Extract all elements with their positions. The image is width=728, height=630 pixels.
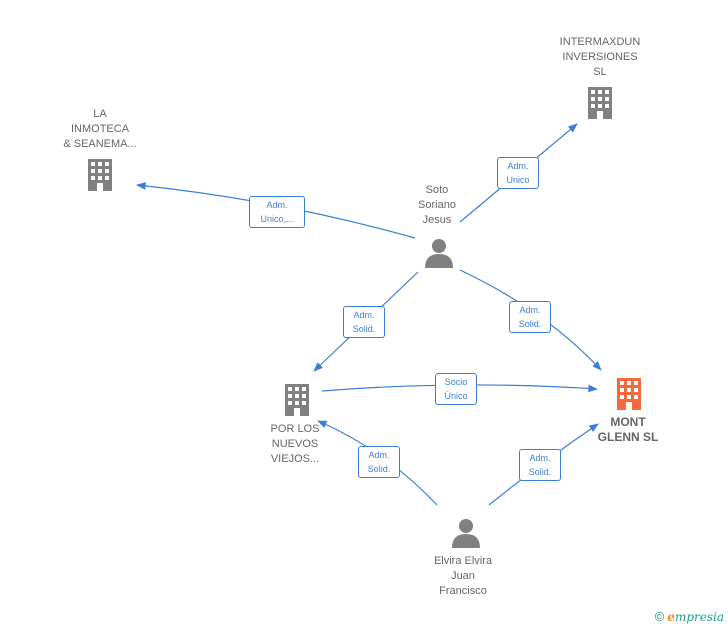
edge-label-soto-mont: Adm. Solid. (509, 301, 551, 333)
edge-label-soto-inmoteca: Adm. Unico,... (249, 196, 305, 228)
person-icon[interactable] (425, 239, 453, 268)
edge-label-porlos-mont: Socio Único (435, 373, 477, 405)
node-label-mont-glenn[interactable]: MONT GLENN SL (597, 415, 659, 444)
node-label-elvira-elvira-juan-francisco[interactable]: Elvira Elvira Juan Francisco (433, 555, 493, 597)
brand-logo: empresia (667, 609, 724, 624)
building-icon[interactable] (88, 159, 112, 191)
building-icon[interactable] (588, 87, 612, 119)
node-label-la-inmoteca[interactable]: LA INMOTECA & SEANEMA... (63, 108, 137, 150)
person-icon[interactable] (452, 519, 480, 548)
edge-label-elvira-porlos: Adm. Solid. (358, 446, 400, 478)
node-label-soto-soriano-jesus[interactable]: Soto Soriano Jesus (418, 184, 456, 226)
copyright-icon: © (654, 609, 665, 624)
edge-label-elvira-mont: Adm. Solid. (519, 449, 561, 481)
edge-label-soto-intermax: Adm. Unico (497, 157, 539, 189)
node-label-por-los-nuevos-viejos[interactable]: POR LOS NUEVOS VIEJOS... (270, 423, 320, 465)
focus-building-icon[interactable] (617, 378, 641, 410)
node-label-intermaxdun[interactable]: INTERMAXDUN INVERSIONES SL (559, 36, 641, 78)
brand-footer: © empresia (655, 609, 724, 624)
edge-label-soto-porlos: Adm. Solid. (343, 306, 385, 338)
building-icon[interactable] (285, 384, 309, 416)
